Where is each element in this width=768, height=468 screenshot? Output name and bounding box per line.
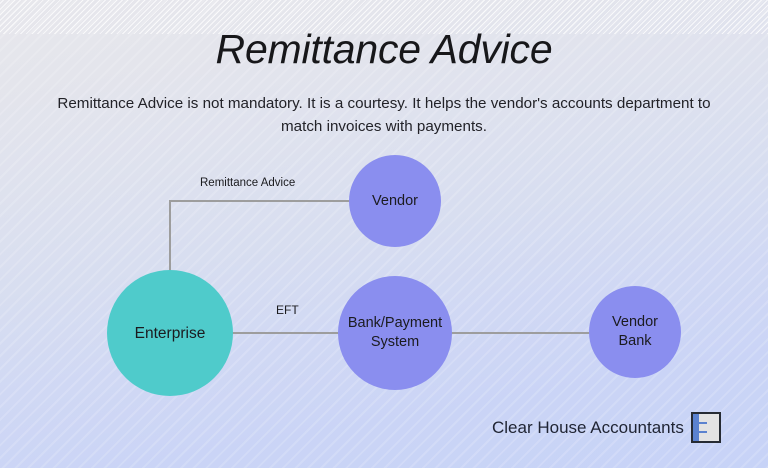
page-title: Remittance Advice bbox=[215, 26, 553, 72]
node-enterprise-label: Enterprise bbox=[134, 324, 206, 342]
page-subtitle: Remittance Advice is not mandatory. It i… bbox=[57, 95, 711, 135]
brand-footer: Clear House Accountants bbox=[492, 412, 721, 443]
brand-name: Clear House Accountants bbox=[492, 417, 684, 437]
node-bank-payment-system[interactable]: Bank/Payment System bbox=[338, 276, 452, 390]
node-vendor-bank-label: Vendor Bank bbox=[612, 314, 658, 349]
node-bank-payment-system-label: Bank/Payment System bbox=[347, 315, 443, 350]
edge-label-eft: EFT bbox=[276, 303, 299, 317]
logo-notch-bottom bbox=[698, 433, 711, 441]
node-vendor-label: Vendor bbox=[372, 192, 418, 209]
node-vendor-bank[interactable]: Vendor Bank bbox=[589, 286, 681, 378]
node-enterprise[interactable]: Enterprise bbox=[107, 270, 233, 396]
clear-house-logo-icon bbox=[690, 412, 721, 443]
connector-enterprise-bank bbox=[231, 332, 341, 334]
connector-bank-vendor-bank bbox=[450, 332, 592, 334]
logo-notch-top bbox=[698, 414, 711, 422]
edge-label-remittance-advice: Remittance Advice bbox=[200, 177, 296, 189]
connector-enterprise-vendor-vertical bbox=[169, 200, 171, 272]
connector-enterprise-vendor-horizontal bbox=[169, 200, 351, 202]
node-vendor[interactable]: Vendor bbox=[349, 155, 441, 247]
logo-center-bar bbox=[698, 424, 707, 431]
